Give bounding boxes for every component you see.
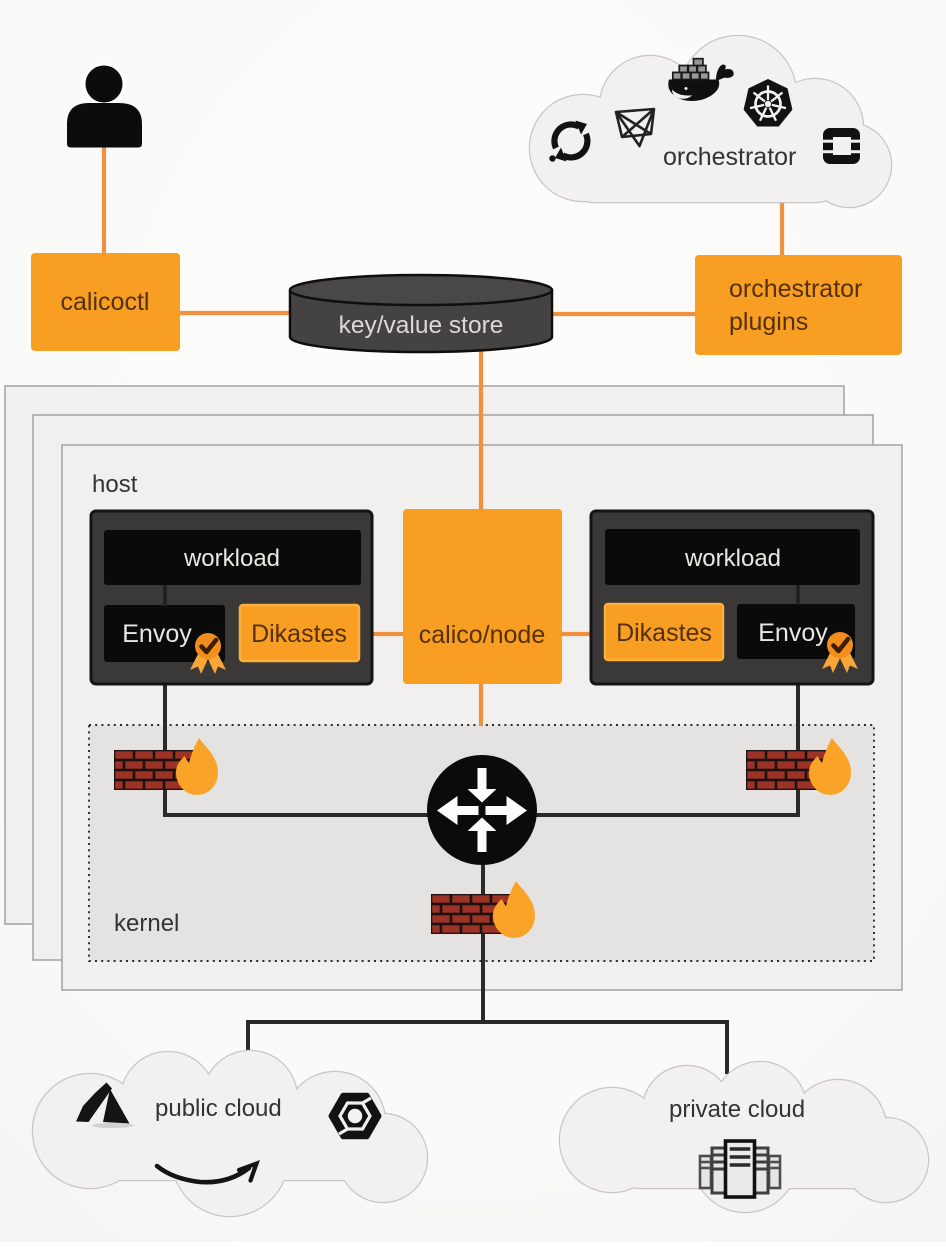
svg-text:orchestrator: orchestrator (663, 143, 796, 171)
svg-text:host: host (92, 471, 138, 498)
svg-text:Envoy: Envoy (122, 620, 192, 648)
svg-text:calico/node: calico/node (419, 621, 545, 649)
svg-text:Envoy: Envoy (758, 619, 828, 647)
svg-text:Dikastes: Dikastes (616, 619, 712, 647)
svg-text:private cloud: private cloud (669, 1096, 805, 1123)
svg-text:calicoctl: calicoctl (61, 288, 150, 316)
svg-text:workload: workload (684, 545, 781, 572)
svg-text:workload: workload (183, 545, 280, 572)
svg-text:key/value store: key/value store (339, 312, 504, 339)
svg-text:public cloud: public cloud (155, 1095, 282, 1122)
svg-text:orchestrator: orchestrator (729, 275, 862, 303)
svg-text:kernel: kernel (114, 910, 179, 937)
svg-text:plugins: plugins (729, 308, 808, 336)
svg-text:Dikastes: Dikastes (251, 620, 347, 648)
